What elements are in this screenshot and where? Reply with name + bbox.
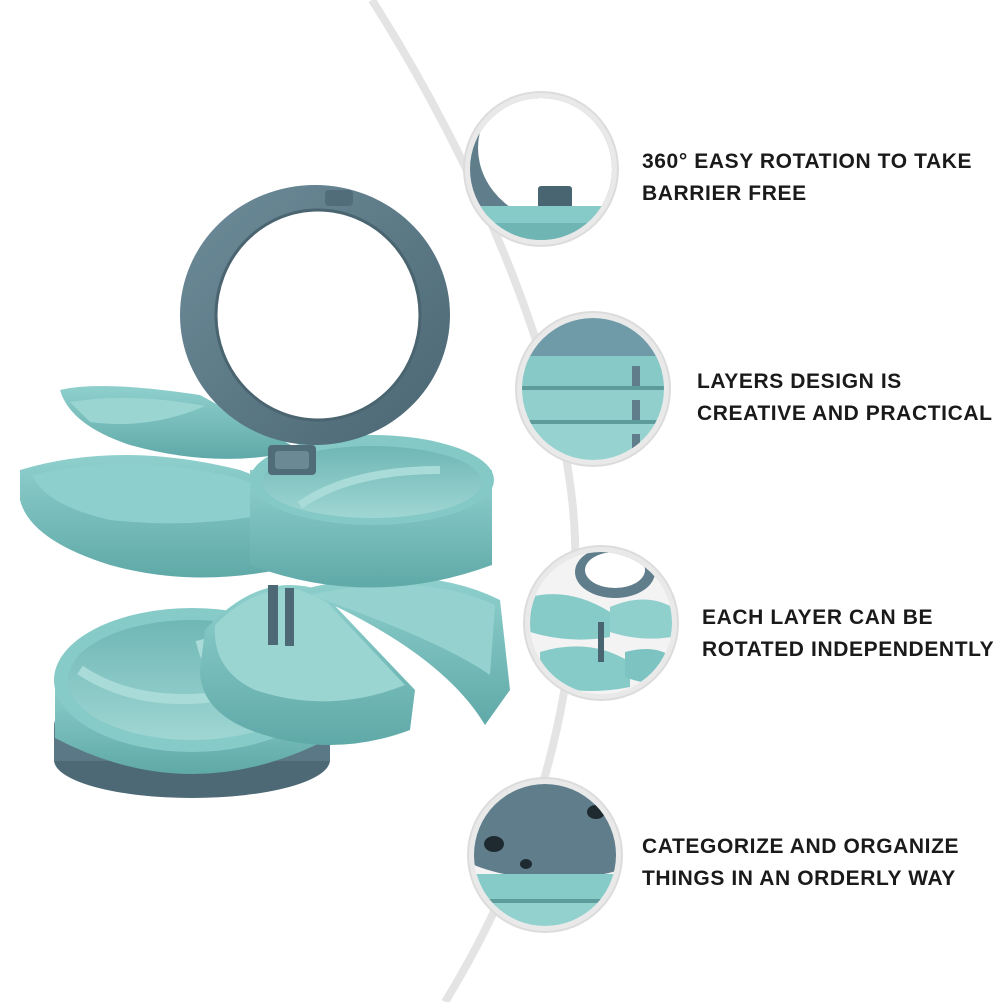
detail-badge-rotation [470, 98, 612, 240]
middle-tray-left [20, 386, 300, 578]
feature-line: THINGS IN AN ORDERLY WAY [642, 867, 956, 890]
mirror-hinge-detail-icon [470, 98, 612, 240]
base-bottom-detail-icon [474, 784, 616, 926]
feature-line: CREATIVE AND PRACTICAL [697, 402, 993, 425]
rotated-trays-detail-icon [530, 552, 672, 694]
feature-line: EACH LAYER CAN BE [702, 606, 934, 629]
feature-line: ROTATED INDEPENDENTLY [702, 638, 995, 661]
feature-line: BARRIER FREE [642, 182, 807, 205]
feature-text-independent: EACH LAYER CAN BE ROTATED INDEPENDENTLY [702, 602, 994, 666]
feature-line: CATEGORIZE AND ORGANIZE [642, 835, 960, 858]
lid-hinge [268, 445, 316, 475]
detail-badge-organize [474, 784, 616, 926]
mirror-lid [180, 185, 450, 445]
bottom-tray-right [200, 577, 510, 745]
detail-badge-layers [522, 318, 664, 460]
feature-text-rotation: 360° EASY ROTATION TO TAKE BARRIER FREE [642, 146, 972, 210]
detail-badge-independent [530, 552, 672, 694]
stacked-layers-detail-icon [522, 318, 664, 460]
feature-text-organize: CATEGORIZE AND ORGANIZE THINGS IN AN ORD… [642, 831, 959, 895]
feature-line: LAYERS DESIGN IS [697, 370, 902, 393]
feature-text-layers: LAYERS DESIGN IS CREATIVE AND PRACTICAL [697, 366, 993, 430]
organizer-main-photo [20, 185, 510, 798]
feature-line: 360° EASY ROTATION TO TAKE [642, 150, 973, 173]
